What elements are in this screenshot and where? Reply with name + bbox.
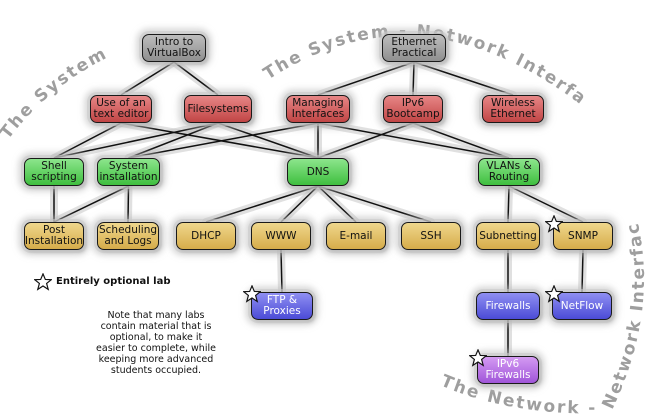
lab-www: WWW — [251, 222, 311, 250]
lab-post-installation: Post Installation — [24, 222, 84, 250]
edge-dns-to-email — [317, 185, 357, 223]
lab-vlans-routing: VLANs & Routing — [478, 158, 540, 186]
edge-filesystems-to-dns — [217, 122, 319, 159]
edge-www-to-ftp_proxies — [280, 249, 283, 293]
lab-managing-interfaces: Managing Interfaces — [286, 95, 350, 123]
star-icon — [545, 285, 563, 303]
lab-shell-scripting: Shell scripting — [24, 158, 84, 186]
lab-ssh: SSH — [401, 222, 461, 250]
lab-filesystems: Filesystems — [184, 95, 252, 123]
lab-email: E-mail — [326, 222, 386, 250]
edge-system_installation-to-scheduling_logs — [127, 185, 130, 223]
lab-system-installation: System installation — [97, 158, 160, 186]
edge-managing_interfaces-to-system_installation — [128, 122, 319, 159]
edge-text_editor-to-shell_scripting — [53, 122, 122, 159]
lab-dns: DNS — [287, 158, 349, 186]
edge-intro_virtualbox-to-text_editor — [120, 61, 175, 96]
edge-dns-to-www — [280, 185, 319, 223]
lab-ftp-proxies: FTP & Proxies — [251, 292, 313, 320]
lab-dhcp: DHCP — [176, 222, 236, 250]
edge-ethernet_practical-to-ipv6_bootcamp — [412, 61, 415, 96]
optional-material-note: Note that many labs contain material tha… — [96, 310, 216, 376]
star-icon — [243, 285, 261, 303]
legend-star-icon — [34, 273, 52, 291]
lab-ethernet-practical: Ethernet Practical — [382, 34, 446, 62]
edge-filesystems-to-system_installation — [128, 122, 219, 159]
edge-system_installation-to-post_installation — [53, 185, 129, 223]
lab-firewalls: Firewalls — [476, 292, 540, 320]
lab-netflow: NetFlow — [552, 292, 612, 320]
edge-vlans_routing-to-subnetting — [507, 185, 510, 223]
lab-text-editor: Use of an text editor — [90, 95, 152, 123]
star-icon — [469, 349, 487, 367]
edge-ethernet_practical-to-wireless_ethernet — [413, 61, 514, 96]
edge-snmp-to-netflow — [581, 249, 584, 293]
star-icon — [545, 215, 563, 233]
edge-ipv6_bootcamp-to-vlans_routing — [412, 122, 510, 159]
edge-dns-to-dhcp — [205, 185, 319, 223]
edge-managing_interfaces-to-vlans_routing — [317, 122, 510, 159]
edge-dns-to-ssh — [317, 185, 432, 223]
lab-snmp: SNMP — [553, 222, 613, 250]
edge-filesystems-to-shell_scripting — [53, 122, 219, 159]
lab-ipv6-firewalls: IPv6 Firewalls — [477, 356, 539, 384]
lab-subnetting: Subnetting — [476, 222, 540, 250]
lab-scheduling-logs: Scheduling and Logs — [97, 222, 159, 250]
edge-ipv6_bootcamp-to-dns — [317, 122, 414, 159]
legend-optional-label: Entirely optional lab — [56, 276, 171, 287]
edge-ethernet_practical-to-managing_interfaces — [317, 61, 415, 96]
edge-intro_virtualbox-to-filesystems — [173, 61, 219, 96]
lab-ipv6-bootcamp: IPv6 Bootcamp — [383, 95, 443, 123]
edge-vlans_routing-to-snmp — [508, 185, 584, 223]
lab-intro-virtualbox: Intro to VirtualBox — [142, 34, 206, 62]
lab-wireless-ethernet: Wireless Ethernet — [482, 95, 544, 123]
